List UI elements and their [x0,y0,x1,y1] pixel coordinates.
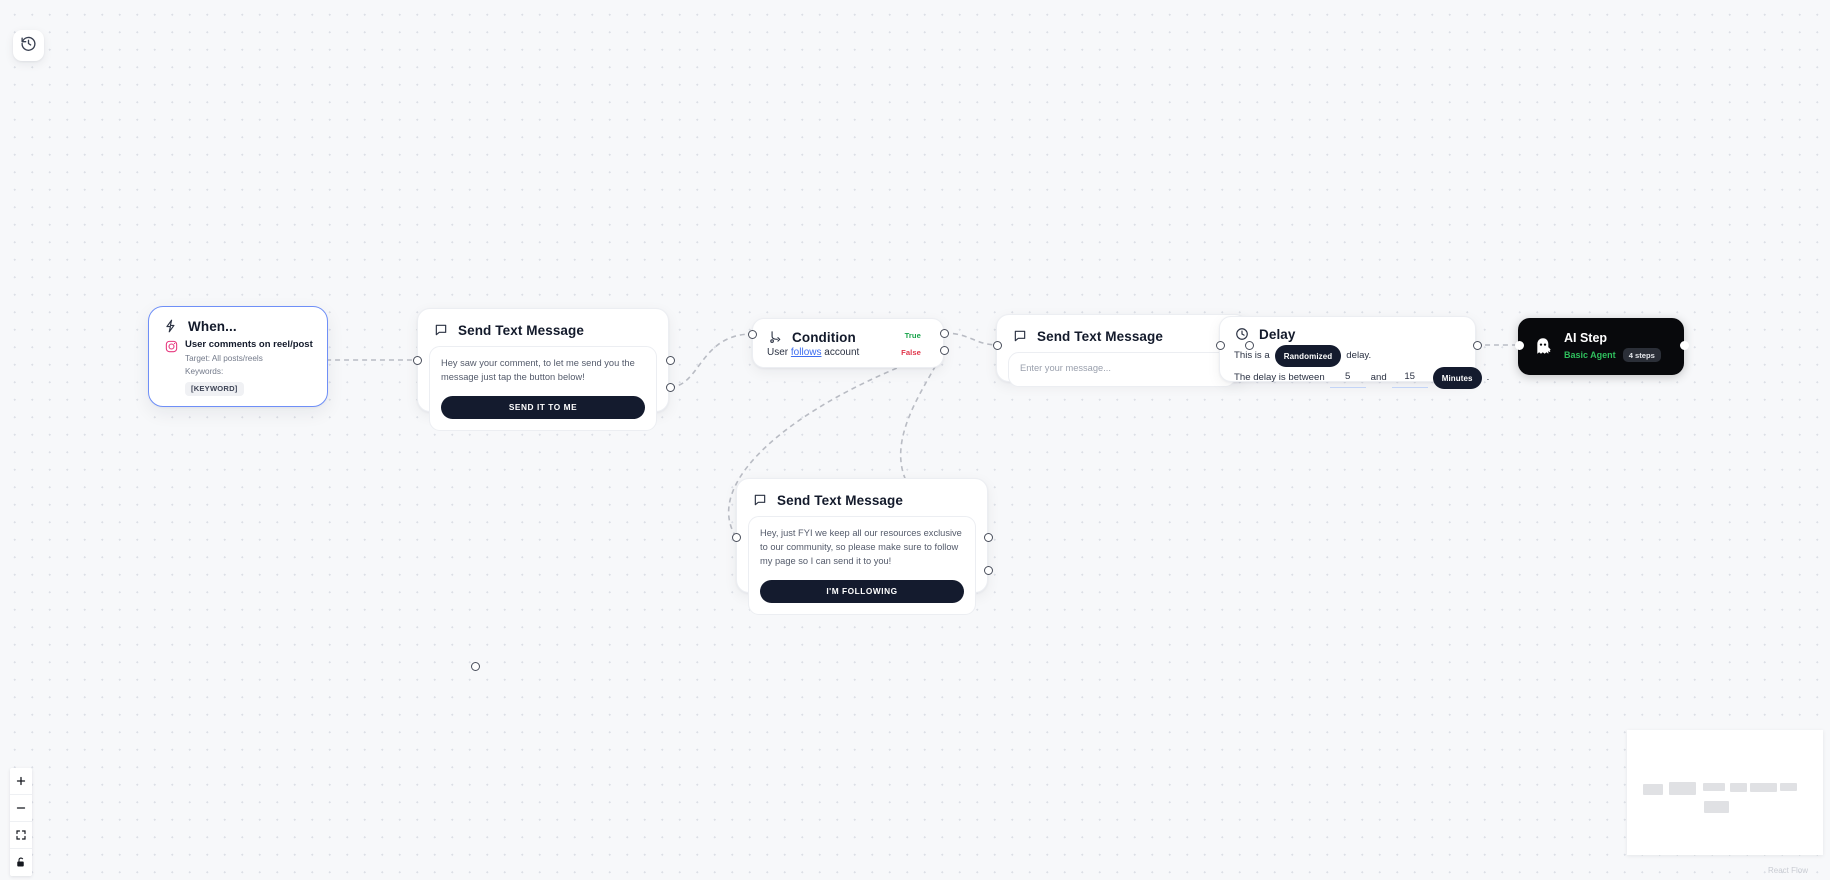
msg3-title: Send Text Message [777,492,903,508]
branch-icon [767,329,783,345]
condition-title: Condition [792,329,856,345]
handle-ai-out[interactable] [1680,341,1689,350]
trigger-target-label: Target: All posts/reels [185,354,263,363]
attribution-label: React Flow [1768,866,1809,875]
msg2-header: Send Text Message [997,315,1247,352]
handle-msg3-out[interactable] [984,533,993,542]
delay-period: . [1486,372,1490,384]
trigger-event-row: User comments on reel/post [165,339,313,353]
msg3-text[interactable]: Hey, just FYI we keep all our resources … [760,528,962,566]
handle-ai-in[interactable] [1515,341,1524,350]
chat-bubble-icon [433,322,449,338]
delay-line1-prefix: This is a [1234,349,1270,361]
ghost-robot-icon [1532,336,1554,358]
handle-msg2-in[interactable] [993,341,1002,350]
delay-line1-suffix: delay. [1346,349,1372,361]
handle-condition-true-out[interactable] [940,329,949,338]
lock-button[interactable] [10,849,32,876]
delay-header: Delay [1220,317,1475,344]
minimap-node [1669,782,1696,795]
minimap-node [1750,783,1777,792]
clock-icon [1234,326,1250,342]
handle-msg1-button-out[interactable] [666,383,675,392]
condition-operator-link[interactable]: follows [790,347,822,358]
delay-min-input[interactable]: 5 [1329,368,1366,389]
minimap-node [1730,783,1747,792]
ai-step-meta-row: Basic Agent 4 steps [1564,348,1661,363]
handle-msg3-button-out[interactable] [984,566,993,575]
minimap-node [1780,783,1797,791]
handle-condition-false-out[interactable] [940,346,949,355]
msg3-body[interactable]: Hey, just FYI we keep all our resources … [748,516,976,615]
msg1-text[interactable]: Hey saw your comment, to let me send you… [441,358,635,382]
msg2-body[interactable]: Enter your message... [1008,352,1236,387]
minimap-node [1703,783,1725,791]
handle-msg2-out[interactable] [1245,341,1254,350]
handle-msg1-in[interactable] [413,356,422,365]
delay-title: Delay [1259,326,1296,342]
handle-msg3-in[interactable] [732,533,741,542]
msg1-cta-button[interactable]: SEND IT TO ME [441,395,645,419]
delay-unit-pill[interactable]: Minutes [1432,367,1482,390]
instagram-icon [165,340,178,353]
delay-range-line: The delay is between 5 and 15 Minutes . [1234,367,1489,390]
zoom-out-button[interactable] [10,795,32,822]
minimap-node [1643,784,1663,795]
lightning-icon [163,318,179,334]
delay-line2-prefix: The delay is between [1234,372,1325,384]
msg3-cta-button[interactable]: I'M FOLLOWING [760,579,964,603]
node-delay[interactable]: Delay This is a Randomized delay. The de… [1219,316,1489,390]
node-send-text-message-3[interactable]: Send Text Message Hey, just FYI we keep … [736,478,988,615]
handle-condition-in[interactable] [748,330,757,339]
msg1-body[interactable]: Hey saw your comment, to let me send you… [429,346,657,431]
chat-bubble-icon [1012,328,1028,344]
fit-view-button[interactable] [10,822,32,849]
minimap-node [1704,801,1729,813]
delay-and-label: and [1370,372,1387,384]
msg2-title: Send Text Message [1037,328,1163,344]
ai-step-text-block: AI Step Basic Agent 4 steps [1564,331,1661,363]
zoom-controls[interactable] [10,768,32,876]
node-send-text-message-1[interactable]: Send Text Message Hey saw your comment, … [417,308,669,431]
handle-msg1-out[interactable] [666,356,675,365]
condition-false-label: False [901,348,921,357]
trigger-header: When... [149,307,327,339]
trigger-title: When... [188,318,237,334]
handle-delay-out[interactable] [1473,341,1482,350]
ai-step-steps-badge: 4 steps [1622,348,1661,363]
delay-body: This is a Randomized delay. The delay is… [1220,344,1489,399]
trigger-body: User comments on reel/post Target: All p… [149,339,327,406]
delay-max-input[interactable]: 15 [1391,368,1428,389]
handle-delay-in[interactable] [1216,341,1225,350]
node-send-text-message-2[interactable]: Send Text Message Enter your message... [996,314,1248,387]
ai-step-agent-label: Basic Agent [1564,350,1616,361]
history-button[interactable] [13,30,44,61]
chat-bubble-icon [752,492,768,508]
condition-header: Condition [753,319,943,347]
trigger-keyword-badge[interactable]: [KEYWORD] [185,381,244,396]
trigger-keywords-label: Keywords: [185,366,224,376]
delay-mode-line: This is a Randomized delay. [1234,345,1461,368]
condition-true-label: True [904,331,921,340]
node-trigger-when[interactable]: When... User comments on reel/post Targe… [148,306,480,671]
condition-expr-prefix: User [767,347,791,358]
trigger-event-label: User comments on reel/post [185,339,313,350]
ai-step-title: AI Step [1564,330,1608,345]
edge-condition-true-to-msg2 [943,332,999,346]
msg1-header: Send Text Message [418,309,668,346]
msg1-title: Send Text Message [458,322,584,338]
msg3-header: Send Text Message [737,479,987,516]
condition-expr-suffix: account [821,347,860,358]
zoom-in-button[interactable] [10,768,32,795]
edge-msg1-to-condition [669,333,753,388]
history-icon [20,35,37,57]
minimap[interactable] [1627,730,1823,855]
node-ai-step[interactable]: AI Step Basic Agent 4 steps [1518,318,1684,375]
ai-step-content: AI Step Basic Agent 4 steps [1519,319,1683,374]
handle-trigger-out[interactable] [471,662,480,671]
delay-mode-pill[interactable]: Randomized [1274,345,1342,368]
node-condition[interactable]: Condition User follows account True Fals… [752,318,944,368]
msg2-message-input[interactable]: Enter your message... [1020,363,1111,373]
